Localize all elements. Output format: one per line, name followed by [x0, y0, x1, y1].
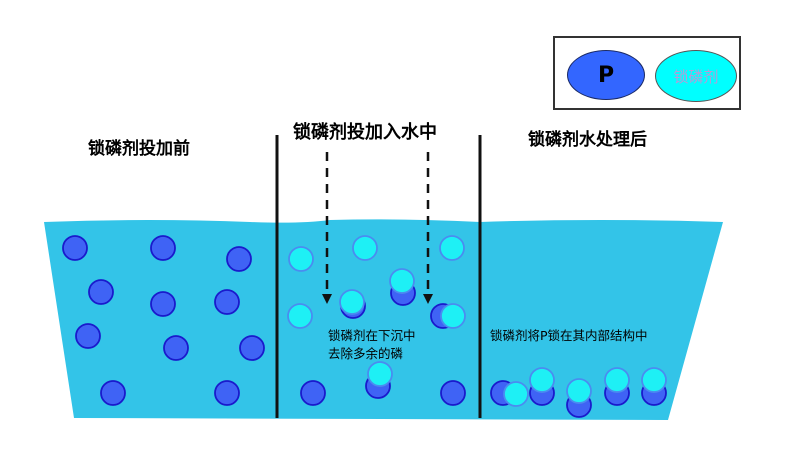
agent-particle — [339, 289, 365, 315]
phosphorus-particle — [440, 380, 466, 406]
phosphorus-particle — [88, 279, 114, 305]
phosphorus-particle — [150, 235, 176, 261]
phosphorus-particle — [150, 291, 176, 317]
agent-particle — [604, 367, 630, 393]
agent-particle — [287, 303, 313, 329]
panel-note-after: 锁磷剂将P锁在其内部结构中 — [490, 327, 648, 345]
legend-phosphorus: P — [567, 50, 645, 100]
phosphorus-particle — [300, 380, 326, 406]
agent-particle — [439, 235, 465, 261]
phosphorus-particle — [163, 335, 189, 361]
note-line-1: 锁磷剂将P锁在其内部结构中 — [490, 328, 648, 343]
phosphorus-particle — [100, 380, 126, 406]
phosphorus-particle — [214, 289, 240, 315]
agent-particle — [503, 381, 529, 407]
panel-note-during: 锁磷剂在下沉中 去除多余的磷 — [328, 327, 416, 363]
phosphorus-particle — [62, 235, 88, 261]
water-body — [44, 219, 723, 420]
note-line-1: 锁磷剂在下沉中 — [328, 328, 416, 343]
phosphorus-particle — [214, 380, 240, 406]
legend-phosphorus-label: P — [597, 62, 615, 88]
agent-particle — [440, 303, 466, 329]
phosphorus-particle — [226, 246, 252, 272]
phosphorus-particle — [239, 335, 265, 361]
phosphorus-particle — [75, 323, 101, 349]
agent-particle — [566, 378, 592, 404]
particles-group — [62, 235, 667, 418]
agent-particle — [367, 361, 393, 387]
panel-title-during: 锁磷剂投加入水中 — [293, 122, 437, 143]
panel-title-before: 锁磷剂投加前 — [88, 139, 190, 159]
agent-particle — [641, 367, 667, 393]
note-line-2: 去除多余的磷 — [328, 346, 404, 361]
agent-particle — [352, 235, 378, 261]
agent-particle — [389, 268, 415, 294]
agent-particle — [529, 367, 555, 393]
legend-agent: 锁磷剂 — [655, 50, 737, 102]
legend-agent-label: 锁磷剂 — [673, 67, 719, 86]
agent-particle — [288, 246, 314, 272]
panel-title-after: 锁磷剂水处理后 — [528, 130, 647, 150]
drop-arrow-right — [423, 152, 433, 304]
drop-arrow-left — [322, 152, 332, 304]
legend-box: P 锁磷剂 — [553, 36, 741, 110]
